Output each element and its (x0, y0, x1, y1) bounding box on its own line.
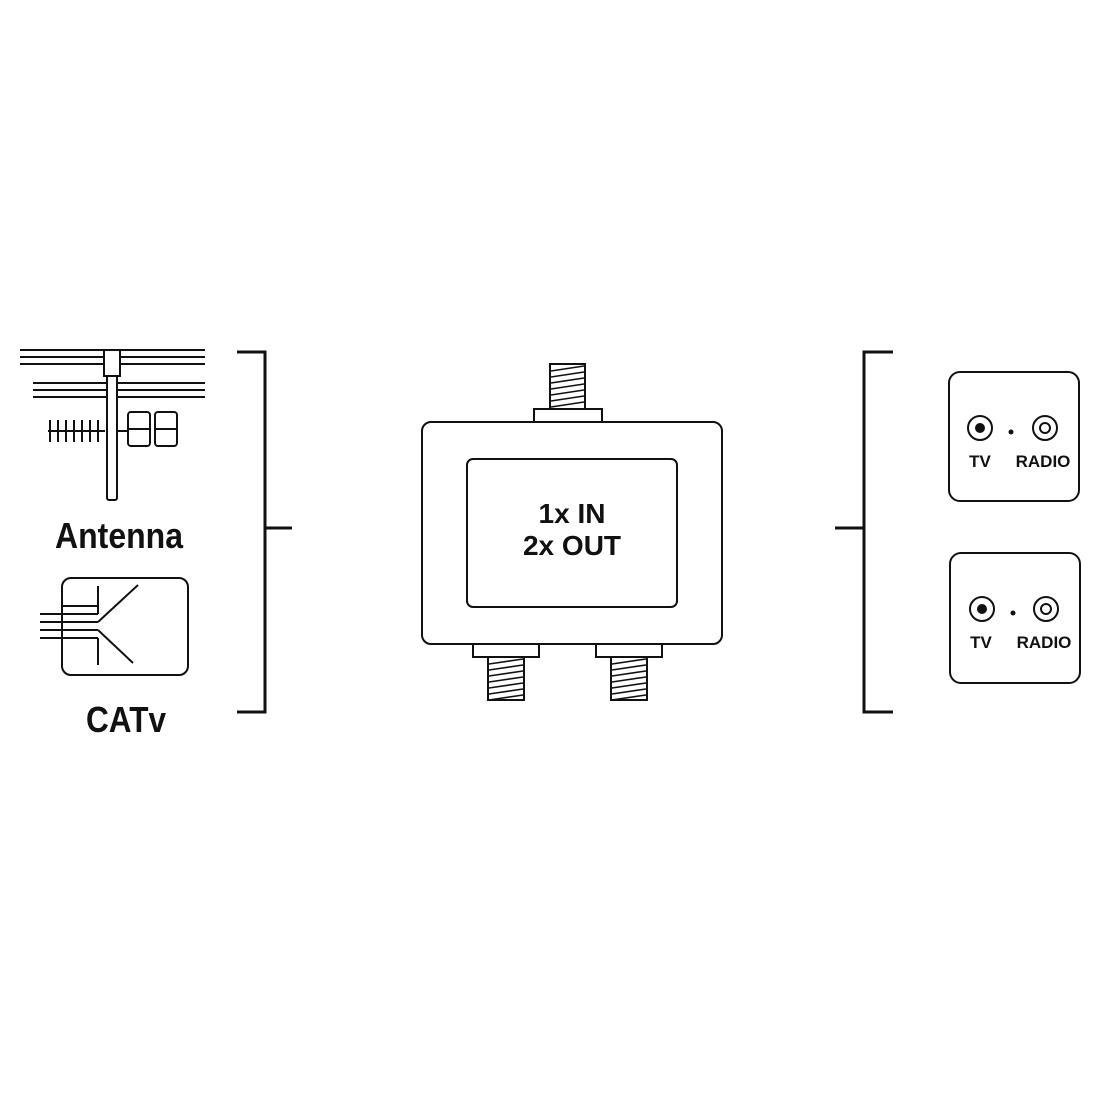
left-bracket (237, 350, 292, 714)
catv-label: CATv (86, 699, 166, 740)
tv-radio-outlet-icon (948, 371, 1080, 502)
outlet1-radio-label: RADIO (1016, 452, 1071, 471)
catv-icon (40, 577, 189, 676)
antenna-label: Antenna (55, 515, 184, 556)
outlet2-radio-label: RADIO (1017, 633, 1072, 652)
splitter-icon (421, 363, 723, 701)
tv-radio-outlet-icon (949, 552, 1081, 684)
outlet1-tv-label: TV (969, 452, 991, 471)
splitter-line2: 2x OUT (523, 530, 621, 561)
outlet2-tv-label: TV (970, 633, 992, 652)
splitter-line1: 1x IN (539, 498, 606, 529)
right-bracket (835, 350, 893, 714)
antenna-icon (20, 349, 205, 501)
